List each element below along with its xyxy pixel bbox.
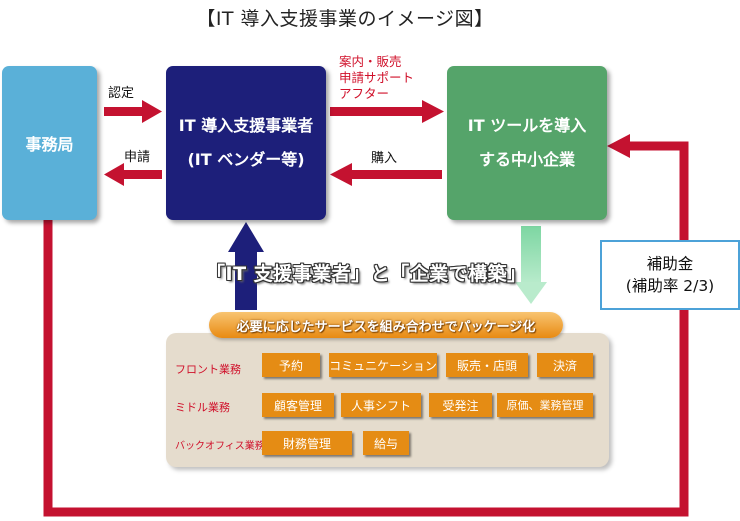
subsidy-loop-line: [43, 141, 689, 517]
subsidy-rate: (補助率 2/3): [625, 277, 715, 295]
sme-box: IT ツールを導入 する中小企業: [447, 66, 607, 220]
navy-up-arrow-shaft: [235, 250, 257, 310]
service-chip: コミュニケーション: [329, 353, 437, 377]
category-middle: ミドル業務: [175, 401, 230, 414]
jimukyoku-label: 事務局: [25, 135, 74, 154]
service-label-1: 案内・販売: [339, 54, 402, 69]
service-chip: 予約: [262, 353, 320, 377]
shinsei-arrow-shaft: [122, 170, 162, 179]
vendor-label-line2: (IT ベンダー等): [187, 150, 305, 169]
nintei-label: 認定: [108, 86, 135, 101]
category-front: フロント業務: [175, 363, 241, 376]
service-label-2: 申請サポート: [339, 70, 415, 85]
service-chip: 原価、業務管理: [497, 393, 593, 417]
shinsei-arrowhead: [104, 163, 124, 186]
package-pill: 必要に応じたサービスを組み合わせでパッケージ化: [209, 312, 563, 338]
subsidy-loop-arrowhead: [607, 134, 630, 158]
service-label-3: アフター: [339, 86, 390, 101]
nintei-arrow-shaft: [104, 107, 146, 116]
collaboration-banner: 「IT 支援事業者」と「企業で構築」: [206, 263, 527, 285]
nintei-arrowhead: [142, 100, 162, 123]
sme-label-line2: する中小企業: [478, 150, 575, 169]
konyu-arrowhead: [330, 163, 352, 186]
service-chip: 人事シフト: [341, 393, 421, 417]
green-down-arrow-shaft: [521, 226, 541, 284]
diagram-title: 【IT 導入支援事業のイメージ図】: [196, 8, 494, 30]
vendor-label-line1: IT 導入支援事業者: [178, 116, 314, 135]
shinsei-label: 申請: [124, 150, 151, 165]
subsidy-box: 補助金 (補助率 2/3): [600, 240, 740, 310]
green-down-arrowhead: [515, 282, 547, 304]
service-chip: 販売・店頭: [446, 353, 528, 377]
services-arrow-shaft: [330, 107, 424, 116]
it-vendor-box: IT 導入支援事業者 (IT ベンダー等): [166, 66, 326, 220]
service-chip: 決済: [537, 353, 593, 377]
service-chip: 受発注: [429, 393, 492, 417]
category-backoffice: バックオフィス業務: [175, 441, 265, 452]
services-arrowhead: [422, 100, 444, 123]
konyu-label: 購入: [371, 151, 398, 166]
subsidy-label: 補助金: [646, 255, 694, 273]
jimukyoku-box: 事務局: [2, 66, 97, 220]
service-chip: 財務管理: [262, 431, 352, 455]
service-chip: 給与: [363, 431, 409, 455]
service-chip: 顧客管理: [262, 393, 334, 417]
konyu-arrow-shaft: [350, 170, 442, 179]
navy-up-arrowhead: [228, 222, 264, 252]
sme-label-line1: IT ツールを導入: [467, 116, 587, 135]
